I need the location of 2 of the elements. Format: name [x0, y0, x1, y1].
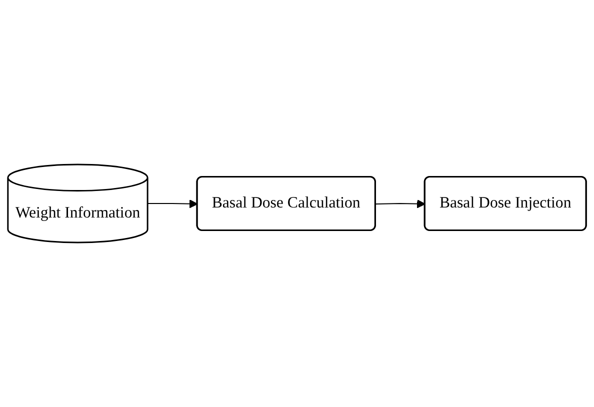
arrow: [375, 200, 426, 208]
arrow: [147, 200, 198, 208]
